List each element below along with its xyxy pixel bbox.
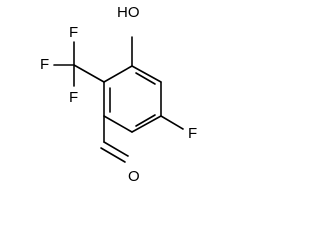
cf3-bond (73, 64, 105, 83)
cf3-fluorine-bottom-label: F (69, 89, 78, 106)
chemical-structure-diagram: HO F F F F O (40, 4, 197, 185)
cf3-fluorine-left-label: F (40, 56, 49, 73)
cf3-fluorine-top-label: F (69, 24, 78, 41)
aldehyde-oxygen-label: O (128, 168, 140, 185)
ring-bond-c5-c6 (103, 115, 133, 133)
hydroxyl-label: HO (117, 4, 140, 21)
aldehyde-co-bond-2 (100, 147, 126, 163)
ring-bond-c1-c2 (103, 65, 133, 83)
ring-inner-double-bond-c2-c3 (135, 72, 156, 85)
fluorine-ring-label: F (188, 125, 197, 142)
fluorine-bond (160, 115, 184, 130)
ring-bond-c2-c3 (131, 65, 162, 83)
aldehyde-co-bond-1 (103, 141, 129, 157)
ring-inner-double-bond-c4-c5 (135, 114, 156, 127)
ring-bond-c4-c5 (131, 115, 162, 133)
